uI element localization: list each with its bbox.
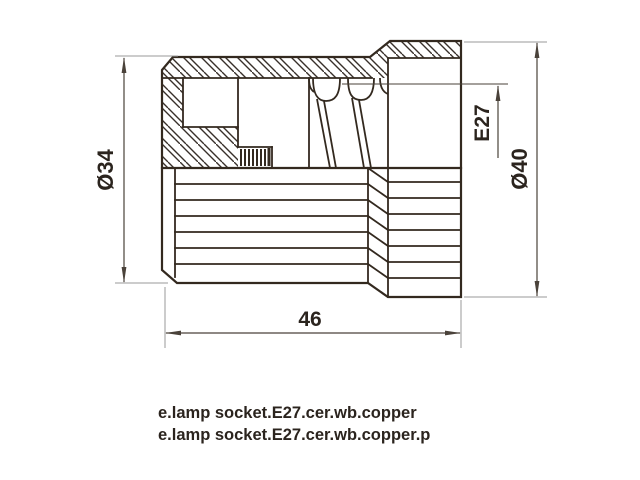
dim-label-diameter-40: Ø40: [507, 148, 532, 190]
dim-diameter-40: Ø40: [464, 41, 547, 298]
arrow-right-icon: [445, 330, 461, 336]
dim-length-46: 46: [164, 287, 462, 348]
caption-line-1: e.lamp socket.E27.cer.wb.copper: [158, 404, 417, 422]
arrow-up-icon: [534, 42, 540, 58]
contact-comb: [240, 148, 271, 166]
section-inner-lines: [161, 57, 462, 298]
hatch-regions: [162, 41, 461, 168]
dim-diameter-34: Ø34: [93, 55, 178, 284]
dim-label-diameter-34: Ø34: [93, 148, 118, 190]
caption-line-2: e.lamp socket.E27.cer.wb.copper.p: [158, 426, 430, 444]
arrow-up-icon: [121, 57, 127, 73]
arrow-up-icon: [495, 85, 501, 101]
arrow-down-icon: [121, 267, 127, 283]
dim-thread-e27: E27: [342, 83, 508, 158]
dim-label-length: 46: [298, 308, 321, 331]
caption-block: e.lamp socket.E27.cer.wb.copper e.lamp s…: [158, 404, 430, 444]
arrow-down-icon: [534, 281, 540, 297]
external-thread-bands: [160, 166, 463, 284]
arrow-left-icon: [165, 330, 181, 336]
dim-label-thread: E27: [471, 104, 494, 141]
internal-thread-profile: [308, 77, 389, 169]
outer-contour: [160, 39, 463, 299]
